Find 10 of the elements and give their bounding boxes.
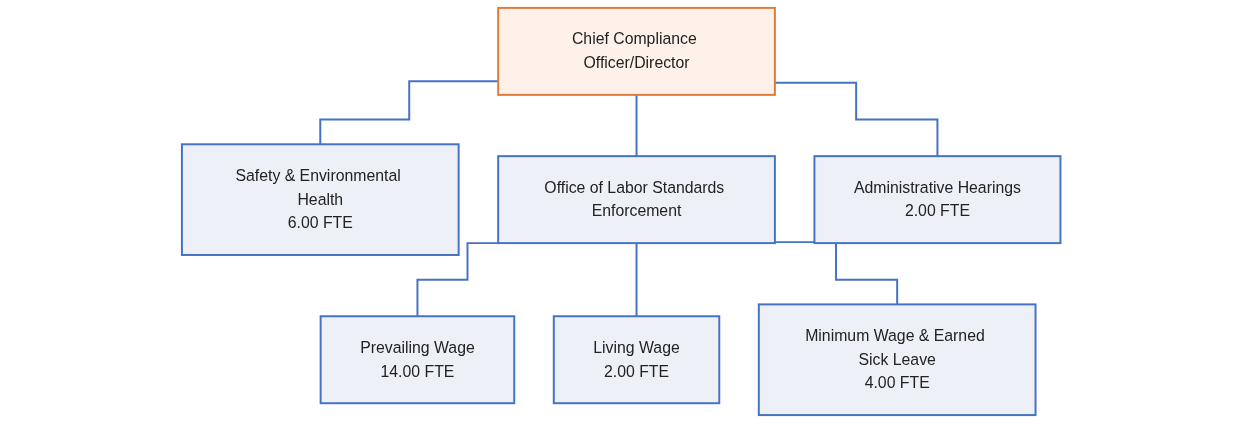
connector (774, 241, 899, 306)
node-box: Minimum Wage & Earned Sick Leave 4.00 FTE (758, 303, 1037, 417)
node-box: Administrative Hearings 2.00 FTE (813, 155, 1062, 245)
node-box: Living Wage 2.00 FTE (553, 315, 721, 405)
connector (635, 93, 638, 158)
node-box: Office of Labor Standards Enforcement (497, 155, 777, 245)
connector (635, 242, 638, 318)
node-box: Prevailing Wage 14.00 FTE (319, 315, 516, 405)
node-box: Chief Compliance Officer/Director (497, 6, 777, 96)
node-box: Safety & Environmental Health 6.00 FTE (181, 143, 460, 256)
